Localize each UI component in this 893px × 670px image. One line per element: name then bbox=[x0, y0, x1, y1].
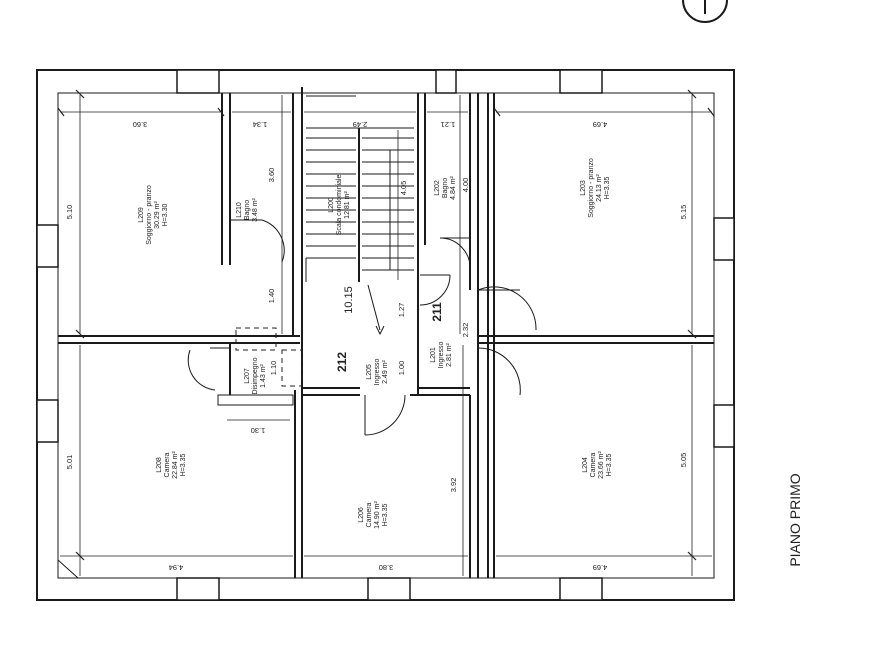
svg-text:L202: L202 bbox=[434, 180, 441, 196]
svg-text:3.48 m²: 3.48 m² bbox=[252, 197, 259, 221]
dim-label: 2.49 bbox=[353, 120, 368, 129]
svg-text:H=3.35: H=3.35 bbox=[382, 504, 389, 527]
windows bbox=[36, 69, 735, 601]
room-label-L209: L209 Soggiorno - pranzo 30.29 m² H=3.30 bbox=[138, 185, 169, 245]
svg-text:Camera: Camera bbox=[366, 502, 373, 527]
stair-treads bbox=[305, 95, 414, 336]
room-label-L203: L203 Soggiorno - pranzo 24.13 m² H=3.35 bbox=[580, 158, 611, 218]
svg-text:H=3.35: H=3.35 bbox=[180, 454, 187, 477]
dim-label: 3.80 bbox=[379, 563, 394, 572]
dim-label: 1.10 bbox=[269, 361, 278, 376]
dim-label: 4.05 bbox=[399, 181, 408, 196]
dim-label: 5.01 bbox=[65, 455, 74, 470]
svg-text:22.84 m²: 22.84 m² bbox=[172, 451, 179, 479]
svg-text:L204: L204 bbox=[582, 457, 589, 473]
svg-text:14.90 m²: 14.90 m² bbox=[374, 501, 381, 529]
svg-text:12.81 m²: 12.81 m² bbox=[344, 191, 351, 219]
dim-label: 2.32 bbox=[461, 323, 470, 338]
room-label-L206: L206 Camera 14.90 m² H=3.35 bbox=[358, 501, 389, 529]
dim-label: 1.34 bbox=[253, 120, 268, 129]
dim-label: 1.21 bbox=[441, 120, 456, 129]
svg-text:Camera: Camera bbox=[164, 452, 171, 477]
svg-text:2.49 m²: 2.49 m² bbox=[382, 359, 389, 383]
room-label-L204: L204 Camera 23.66 m² H=3.35 bbox=[582, 451, 613, 479]
dim-label: 1.40 bbox=[267, 289, 276, 304]
svg-text:Ingresso: Ingresso bbox=[374, 358, 381, 385]
svg-text:24.13 m²: 24.13 m² bbox=[596, 174, 603, 202]
dim-label: 4.69 bbox=[593, 120, 608, 129]
dim-label: 1.27 bbox=[397, 303, 406, 318]
interior-walls bbox=[58, 87, 714, 578]
room-label-L205: L205 Ingresso 2.49 m² bbox=[366, 358, 389, 385]
dim-label: 4.00 bbox=[461, 178, 470, 193]
svg-text:Disimpegno: Disimpegno bbox=[252, 357, 259, 394]
dimension-labels: 3.60 1.34 2.49 1.21 4.69 5.10 3.60 1.40 … bbox=[65, 120, 688, 572]
room-label-L210: L210 Bagno 3.48 m² bbox=[236, 197, 259, 221]
room-label-L201: L201 Ingresso 2.81 m² bbox=[430, 341, 453, 368]
plan-title: PIANO PRIMO bbox=[787, 473, 803, 566]
svg-text:L209: L209 bbox=[138, 207, 145, 223]
svg-text:L203: L203 bbox=[580, 180, 587, 196]
dashed-openings bbox=[235, 327, 303, 387]
svg-text:L210: L210 bbox=[236, 202, 243, 218]
dim-label: 5.05 bbox=[679, 453, 688, 468]
dim-label: 4.69 bbox=[593, 563, 608, 572]
dim-label: 3.60 bbox=[133, 120, 148, 129]
dimension-lines bbox=[57, 89, 715, 576]
dim-label: 1.00 bbox=[397, 361, 406, 376]
doors bbox=[57, 219, 537, 579]
north-arrow-icon bbox=[682, 0, 728, 23]
svg-text:Camera: Camera bbox=[590, 452, 597, 477]
stair-number-212: 212 bbox=[335, 352, 349, 372]
svg-text:1.43 m²: 1.43 m² bbox=[260, 363, 267, 387]
svg-text:L207: L207 bbox=[244, 368, 251, 384]
svg-text:Scala condominiale: Scala condominiale bbox=[336, 175, 343, 236]
svg-text:30.29 m²: 30.29 m² bbox=[154, 201, 161, 229]
svg-text:2.81 m²: 2.81 m² bbox=[446, 342, 453, 366]
svg-text:Ingresso: Ingresso bbox=[438, 341, 445, 368]
svg-text:Bagno: Bagno bbox=[244, 200, 251, 220]
svg-text:Soggiorno - pranzo: Soggiorno - pranzo bbox=[588, 158, 595, 218]
stair-number-211: 211 bbox=[430, 302, 444, 322]
dim-label: 3.60 bbox=[267, 168, 276, 183]
svg-text:H=3.35: H=3.35 bbox=[604, 177, 611, 200]
dim-label: 3.92 bbox=[449, 478, 458, 493]
svg-text:L208: L208 bbox=[156, 457, 163, 473]
svg-text:Bagno: Bagno bbox=[442, 178, 449, 198]
svg-text:L201: L201 bbox=[430, 347, 437, 363]
dim-label: 1.30 bbox=[251, 426, 266, 435]
dim-label: 5.15 bbox=[679, 205, 688, 220]
room-label-L207: L207 Disimpegno 1.43 m² bbox=[244, 357, 267, 394]
svg-text:L206: L206 bbox=[358, 507, 365, 523]
room-label-L208: L208 Camera 22.84 m² H=3.35 bbox=[156, 451, 187, 479]
svg-text:4.84 m²: 4.84 m² bbox=[450, 175, 457, 199]
room-label-L202: L202 Bagno 4.84 m² bbox=[434, 175, 457, 199]
dim-label: 5.10 bbox=[65, 205, 74, 220]
svg-text:L205: L205 bbox=[366, 364, 373, 380]
svg-text:23.66 m²: 23.66 m² bbox=[598, 451, 605, 479]
svg-text:Soggiorno - pranzo: Soggiorno - pranzo bbox=[146, 185, 153, 245]
room-label-L200: L200 Scala condominiale 12.81 m² bbox=[328, 175, 351, 236]
svg-text:H=3.30: H=3.30 bbox=[162, 204, 169, 227]
level-label: 10.15 bbox=[343, 286, 355, 314]
svg-text:H=3.35: H=3.35 bbox=[606, 454, 613, 477]
dim-label: 4.94 bbox=[169, 563, 184, 572]
svg-text:L200: L200 bbox=[328, 197, 335, 213]
